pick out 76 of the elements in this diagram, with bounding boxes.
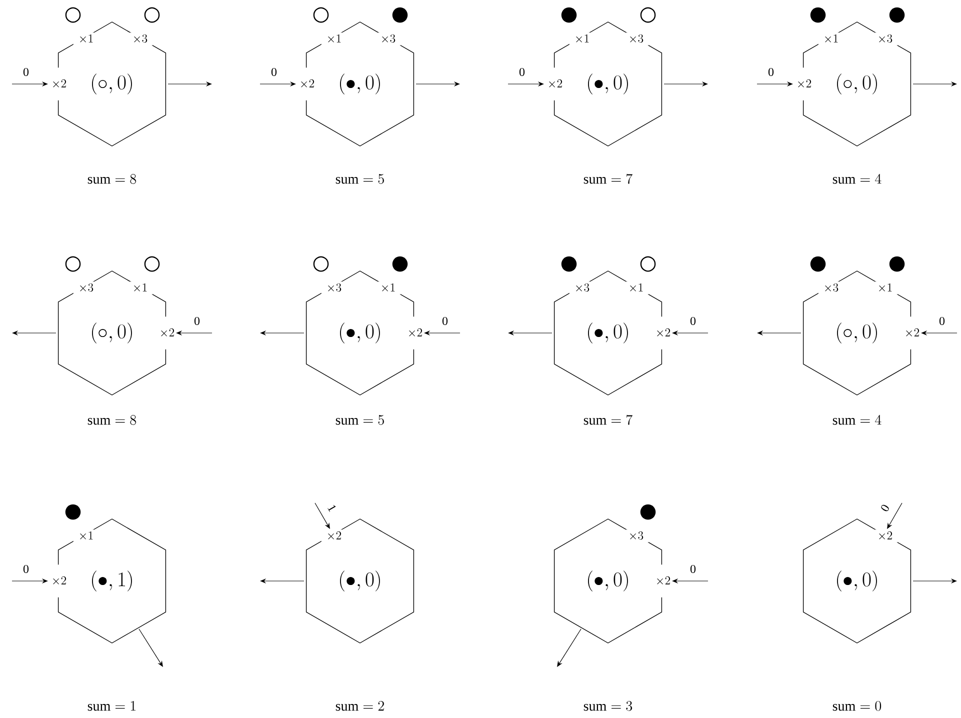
port-label: $\times 2$ [652, 316, 674, 350]
port-label: $\times 2$ [48, 68, 70, 100]
sum-label: $\mathrm{sum} = 8$ [88, 415, 136, 425]
edge-label: 1 [326, 502, 338, 514]
arrow [887, 502, 902, 529]
state-marker: ● [65, 504, 81, 520]
state-marker: ● [392, 7, 408, 23]
sum-label: $\mathrm{sum} = 5$ [336, 415, 384, 425]
port-label: $\times 2$ [901, 316, 923, 350]
port-label: $\times 2$ [652, 564, 674, 598]
state-marker: ○ [144, 7, 160, 23]
edge-label: 0 [441, 316, 449, 326]
state-marker: ○ [65, 7, 81, 23]
port-label: $\times 3$ [872, 32, 898, 46]
port-label: $\times 3$ [127, 32, 153, 46]
sum-label: $\mathrm{sum} = 2$ [336, 701, 384, 711]
edge-label: 0 [689, 316, 697, 326]
edge-label: 0 [689, 564, 697, 574]
port-label: $\times 2$ [872, 530, 898, 542]
edge-label: 0 [878, 502, 892, 514]
arrow [138, 628, 163, 667]
port-label: $\times 1$ [623, 282, 649, 294]
sum-label: $\mathrm{sum} = 4$ [832, 174, 882, 184]
edge-label: 0 [270, 66, 278, 78]
state-marker: ● [640, 504, 656, 520]
edge-label: 0 [518, 66, 526, 78]
port-label: $\times 3$ [73, 282, 99, 294]
port-label: $\times 3$ [623, 530, 649, 542]
port-label: $\times 3$ [623, 32, 649, 46]
port-label: $\times 3$ [321, 282, 347, 294]
port-label: $\times 1$ [127, 282, 153, 294]
port-label: $\times 1$ [569, 32, 595, 46]
state-marker: ○ [313, 7, 329, 23]
state-marker: ● [561, 256, 577, 272]
port-label: $\times 2$ [48, 564, 70, 598]
port-label: $\times 2$ [321, 530, 347, 542]
port-label: $\times 3$ [569, 282, 595, 294]
state-marker: ○ [640, 256, 656, 272]
state-marker: ● [889, 256, 905, 272]
sum-label: $\mathrm{sum} = 3$ [584, 701, 632, 711]
sum-label: $\mathrm{sum} = 5$ [336, 174, 384, 184]
port-label: $\times 1$ [818, 32, 844, 46]
arrow [557, 628, 582, 667]
edge-label: 0 [767, 66, 775, 78]
port-label: $\times 2$ [404, 316, 426, 350]
state-marker: ● [392, 256, 408, 272]
port-label: $\times 3$ [375, 32, 401, 46]
sum-label: $\mathrm{sum} = 7$ [584, 174, 632, 184]
port-label: $\times 2$ [156, 316, 178, 350]
sum-label: $\mathrm{sum} = 1$ [88, 701, 136, 711]
state-marker: ● [810, 7, 826, 23]
state-marker: ○ [65, 256, 81, 272]
sum-label: $\mathrm{sum} = 7$ [584, 414, 632, 425]
arrow [314, 502, 330, 529]
port-label: $\times 2$ [296, 68, 318, 100]
state-marker: ○ [144, 256, 160, 272]
port-label: $\times 1$ [73, 32, 99, 46]
port-label: $\times 1$ [73, 530, 99, 542]
edge-label: 0 [193, 316, 201, 326]
state-marker: ○ [313, 256, 329, 272]
port-label: $\times 2$ [544, 68, 566, 100]
edge-label: 0 [938, 316, 946, 326]
sum-label: $\mathrm{sum} = 8$ [88, 174, 136, 184]
port-label: $\times 1$ [375, 282, 401, 294]
sum-label: $\mathrm{sum} = 0$ [832, 701, 882, 711]
state-marker: ○ [640, 7, 656, 23]
state-marker: ● [561, 7, 577, 23]
sum-label: $\mathrm{sum} = 4$ [832, 414, 882, 425]
port-label: $\times 1$ [321, 32, 347, 46]
port-label: $\times 2$ [793, 68, 815, 100]
edge-label: 0 [22, 564, 30, 574]
edge-label: 0 [22, 66, 30, 78]
state-marker: ● [889, 7, 905, 23]
state-marker: ● [810, 256, 826, 272]
port-label: $\times 1$ [872, 282, 898, 294]
port-label: $\times 3$ [818, 282, 844, 294]
